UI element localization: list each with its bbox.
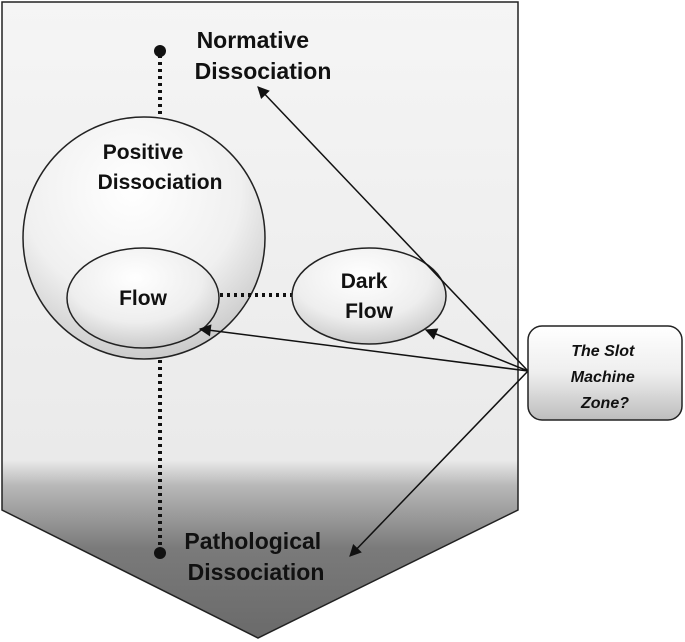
arrow-to-normative [257, 86, 529, 372]
arrow-to-dark-flow [424, 328, 529, 372]
slot-machine-zone-box [527, 325, 683, 421]
flow-ellipse [66, 247, 220, 349]
flow-label: Flow [119, 287, 167, 310]
arrow-to-flow [198, 324, 529, 372]
dark-flow-ellipse [291, 247, 447, 345]
dot-top [154, 45, 166, 57]
normative-dissociation-label: Normative Dissociation [195, 27, 332, 84]
dot-bottom [154, 547, 166, 559]
arrow-to-pathological [349, 370, 529, 557]
positive-dissociation-label: Positive Dissociation [98, 141, 223, 194]
pathological-dissociation-label: Pathological Dissociation [184, 528, 327, 585]
dark-flow-label: Dark Flow [341, 270, 394, 323]
slot-machine-zone-label: The Slot Machine Zone? [571, 343, 639, 412]
